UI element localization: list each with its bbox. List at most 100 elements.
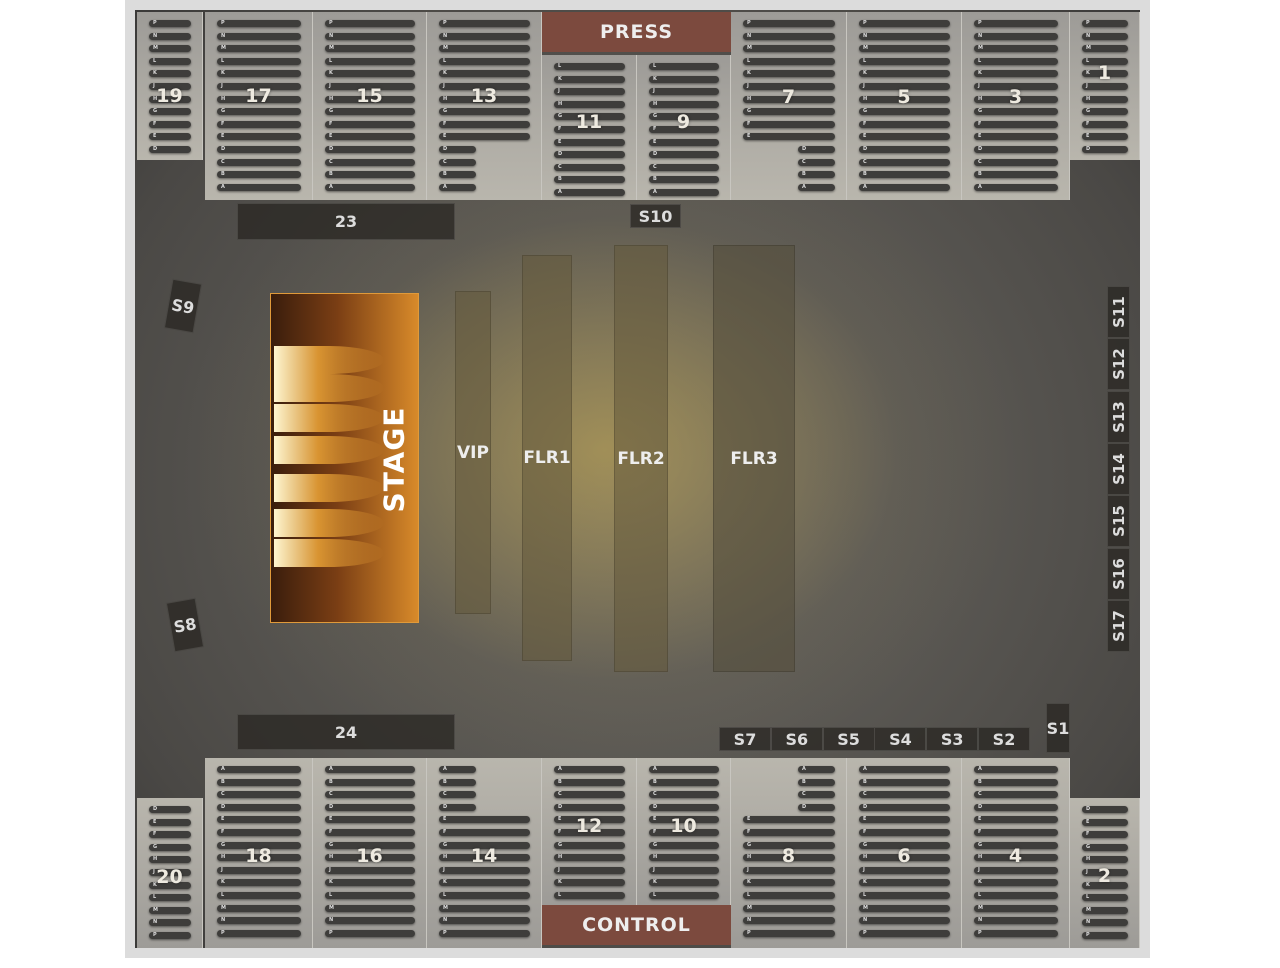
seat-row[interactable] (743, 57, 835, 65)
seat-row[interactable] (649, 151, 719, 159)
section-flr1[interactable]: FLR1 (522, 255, 572, 661)
seat-row[interactable] (649, 866, 719, 874)
seat-row[interactable] (649, 138, 719, 146)
seat-row[interactable] (149, 919, 191, 927)
seat-row[interactable] (743, 83, 835, 90)
seat-row[interactable] (743, 854, 835, 862)
section-flr3[interactable]: FLR3 (713, 245, 795, 672)
seat-row[interactable] (439, 70, 530, 78)
seat-row[interactable] (439, 108, 530, 116)
seat-row[interactable] (217, 32, 301, 40)
seat-row[interactable] (554, 138, 625, 146)
seat-row[interactable] (325, 146, 415, 153)
seat-row[interactable] (439, 904, 530, 912)
seat-row[interactable] (974, 904, 1058, 912)
seat-row[interactable] (859, 83, 950, 90)
seat-row[interactable] (217, 70, 301, 78)
seat-row[interactable] (149, 20, 191, 27)
seat-row[interactable] (554, 829, 625, 836)
seat-row[interactable] (217, 879, 301, 887)
seat-row[interactable] (325, 879, 415, 887)
seat-row[interactable] (439, 32, 530, 40)
seat-row[interactable] (554, 163, 625, 171)
seat-row[interactable] (325, 803, 415, 811)
seat-row[interactable] (974, 133, 1058, 141)
seat-row[interactable] (649, 176, 719, 184)
seat-row[interactable] (325, 766, 415, 773)
seat-row[interactable] (325, 171, 415, 179)
seat-row[interactable] (974, 120, 1058, 128)
seat-row[interactable] (149, 133, 191, 141)
seat-row[interactable] (859, 766, 950, 773)
seat-row[interactable] (859, 20, 950, 27)
seat-row[interactable] (149, 83, 191, 90)
seat-row[interactable] (325, 816, 415, 824)
seat-row[interactable] (974, 183, 1058, 191)
section-s12[interactable]: S12 (1107, 338, 1130, 391)
seat-row[interactable] (217, 892, 301, 899)
seat-row[interactable] (439, 95, 530, 103)
section-s17[interactable]: S17 (1107, 599, 1130, 652)
seat-row[interactable] (974, 841, 1058, 849)
seat-row[interactable] (217, 108, 301, 116)
seat-row[interactable] (1082, 146, 1128, 153)
seat-row[interactable] (798, 146, 835, 153)
seat-row[interactable] (325, 829, 415, 836)
section-s11[interactable]: S11 (1107, 286, 1130, 338)
seat-row[interactable] (743, 133, 835, 141)
seat-row[interactable] (325, 120, 415, 128)
seat-row[interactable] (439, 829, 530, 836)
seat-row[interactable] (649, 63, 719, 70)
seat-row[interactable] (1082, 20, 1128, 27)
seat-row[interactable] (554, 791, 625, 799)
seat-row[interactable] (649, 879, 719, 887)
section-vip[interactable]: VIP (455, 291, 491, 614)
seat-row[interactable] (554, 126, 625, 133)
seat-row[interactable] (859, 146, 950, 153)
seat-row[interactable] (649, 829, 719, 836)
seat-row[interactable] (439, 892, 530, 899)
seat-row[interactable] (149, 906, 191, 914)
seat-row[interactable] (859, 108, 950, 116)
seat-row[interactable] (743, 816, 835, 824)
seat-row[interactable] (974, 83, 1058, 90)
seat-row[interactable] (325, 70, 415, 78)
seat-row[interactable] (743, 32, 835, 40)
seat-row[interactable] (1082, 45, 1128, 53)
section-s16[interactable]: S16 (1107, 547, 1130, 600)
seat-row[interactable] (649, 126, 719, 133)
seat-row[interactable] (1082, 806, 1128, 813)
seat-row[interactable] (649, 163, 719, 171)
seat-row[interactable] (149, 932, 191, 939)
seat-row[interactable] (743, 841, 835, 849)
section-flr2[interactable]: FLR2 (614, 245, 668, 672)
seat-row[interactable] (743, 120, 835, 128)
seat-row[interactable] (217, 778, 301, 786)
seat-row[interactable] (439, 816, 530, 824)
seat-row[interactable] (974, 32, 1058, 40)
seat-row[interactable] (974, 108, 1058, 116)
seat-row[interactable] (217, 146, 301, 153)
seat-row[interactable] (439, 803, 476, 811)
seat-row[interactable] (798, 803, 835, 811)
seat-row[interactable] (1082, 843, 1128, 851)
seat-row[interactable] (554, 176, 625, 184)
seat-row[interactable] (859, 183, 950, 191)
seat-row[interactable] (649, 113, 719, 121)
seat-row[interactable] (554, 113, 625, 121)
seat-row[interactable] (439, 778, 476, 786)
seat-row[interactable] (217, 158, 301, 166)
seat-row[interactable] (149, 894, 191, 902)
seat-row[interactable] (1082, 108, 1128, 116)
seat-row[interactable] (439, 854, 530, 862)
seat-row[interactable] (798, 791, 835, 799)
seat-row[interactable] (649, 841, 719, 849)
seat-row[interactable] (149, 818, 191, 826)
seat-row[interactable] (325, 20, 415, 27)
seat-row[interactable] (974, 791, 1058, 799)
